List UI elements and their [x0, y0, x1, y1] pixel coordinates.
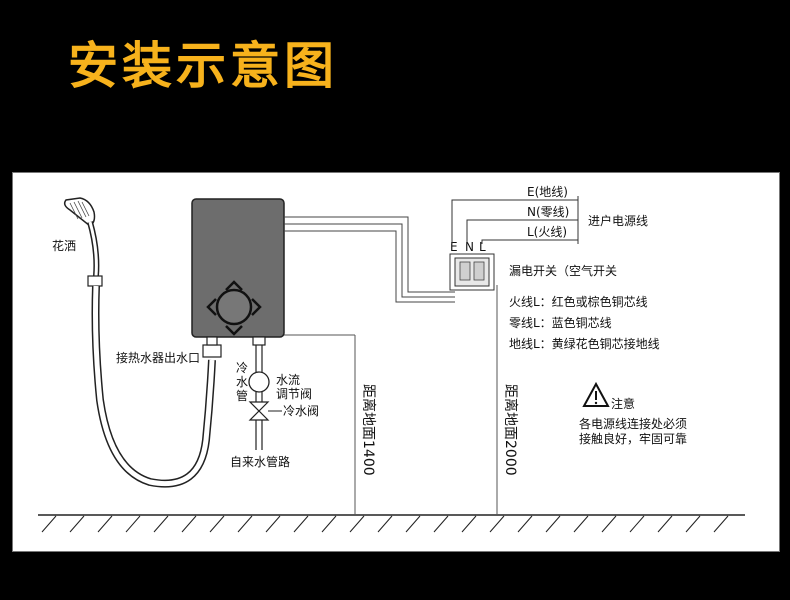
water-heater — [191, 198, 285, 338]
incoming-power-lines — [451, 196, 579, 244]
label-outlet: 接热水器出水口 — [116, 350, 200, 365]
floor — [38, 514, 745, 533]
label-shower: 花洒 — [52, 238, 76, 253]
label-live-desc: 火线L：红色或棕色铜芯线 — [509, 294, 648, 309]
label-cold-pipe-3: 管 — [236, 388, 248, 403]
terminal-n: N — [465, 240, 474, 254]
label-height-2000: 距离地面2000 — [502, 384, 519, 476]
label-n-wire: N(零线) — [527, 205, 569, 219]
shower-head-icon — [63, 197, 96, 227]
label-l-wire: L(火线) — [527, 225, 567, 239]
label-flow-valve-2: 调节阀 — [276, 387, 312, 401]
terminal-e: E — [450, 240, 458, 254]
heater-wiring — [284, 216, 455, 303]
cold-valve-icon — [248, 401, 270, 412]
label-e-wire: E(地线) — [527, 185, 568, 199]
label-cold-valve: 冷水阀 — [283, 404, 319, 418]
shower — [63, 197, 222, 488]
breaker-switch — [473, 261, 485, 281]
label-flow-valve-1: 水流 — [276, 373, 300, 387]
flow-valve-icon — [248, 371, 270, 393]
arrow-up-icon — [225, 280, 243, 291]
terminal-l: L — [479, 240, 486, 254]
breaker-box — [449, 253, 495, 291]
label-caution: 注意 — [611, 396, 635, 411]
label-tap-pipe: 自来水管路 — [230, 454, 290, 469]
warning-icon — [582, 381, 610, 407]
page-title: 安装示意图 — [68, 37, 338, 95]
label-caution-text-2: 接触良好，牢固可靠 — [579, 431, 687, 446]
breaker-switch — [459, 261, 471, 281]
arrow-down-icon — [225, 325, 243, 336]
title-banner: 安装示意图 — [0, 0, 790, 170]
arrow-left-icon — [206, 298, 217, 316]
label-earth-desc: 地线L：黄绿花色铜芯接地线 — [509, 336, 660, 351]
label-breaker: 漏电开关（空气开关 — [509, 263, 617, 278]
label-height-1400: 距离地面1400 — [360, 384, 377, 476]
label-power-in: 进户电源线 — [588, 213, 648, 228]
label-cold-pipe-2: 水 — [236, 375, 248, 389]
control-knob — [215, 288, 253, 326]
label-cold-pipe-1: 冷 — [236, 361, 248, 375]
label-caution-text-1: 各电源线连接处必须 — [579, 416, 687, 431]
label-neutral-desc: 零线L：蓝色铜芯线 — [509, 315, 612, 330]
arrow-right-icon — [251, 298, 262, 316]
cold-water-assembly — [248, 336, 282, 450]
